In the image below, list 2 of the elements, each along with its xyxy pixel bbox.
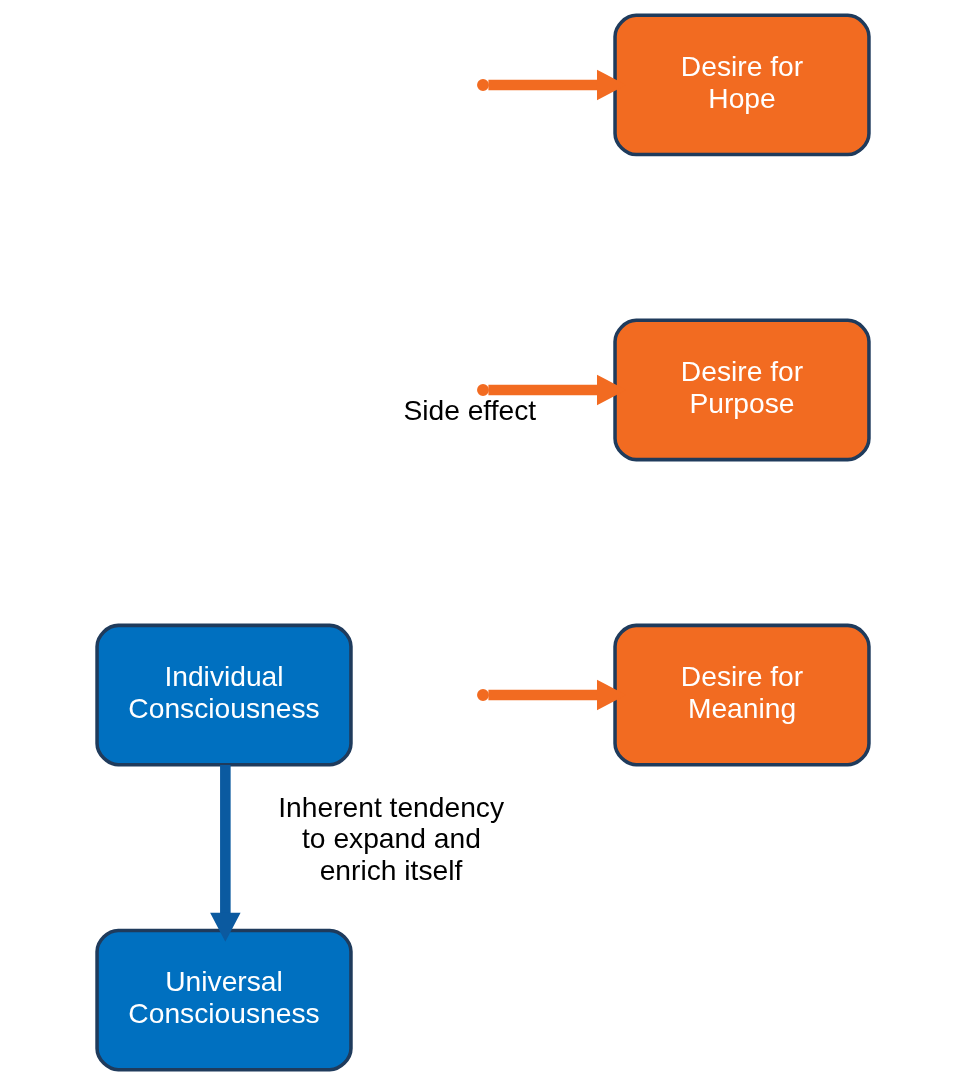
- edge-label: Inherent tendency to expand and enrich itself: [277, 790, 504, 886]
- edge-label: Side effect: [402, 393, 536, 426]
